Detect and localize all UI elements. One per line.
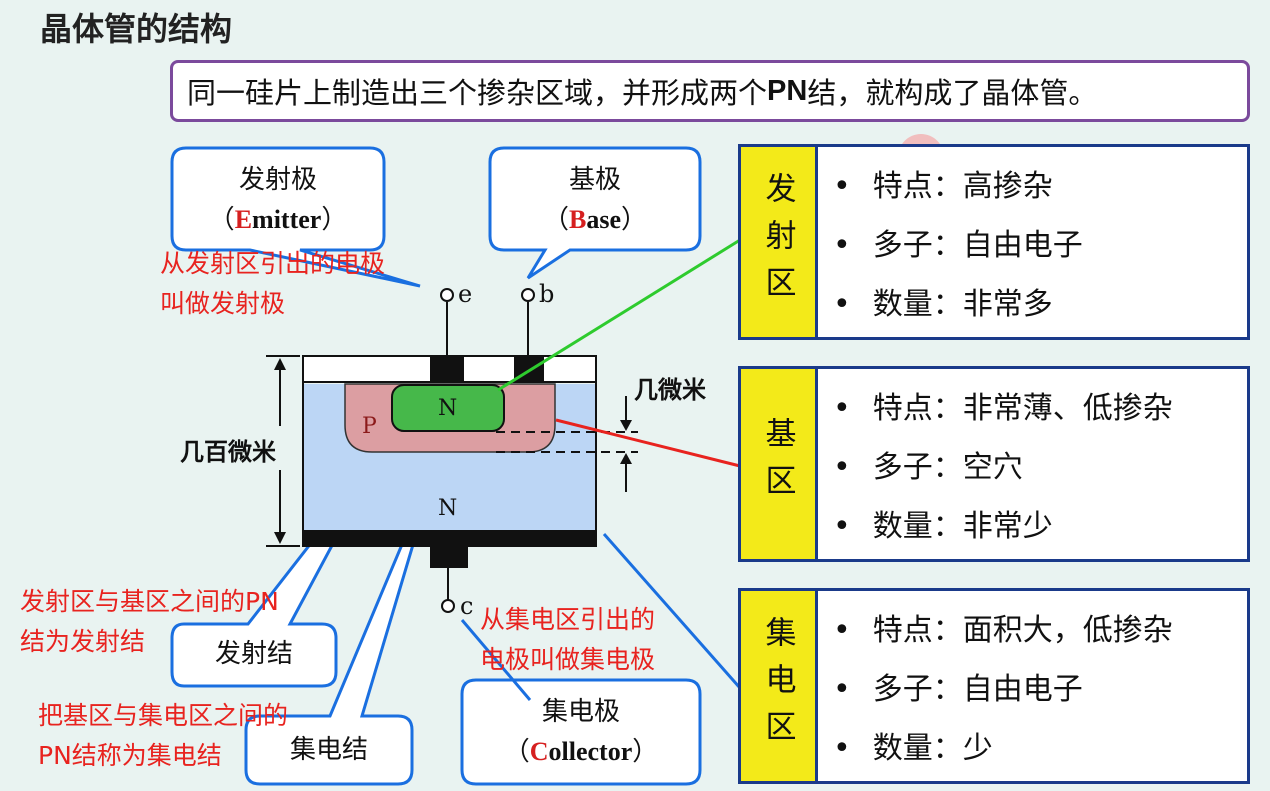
emitter-rest: mitter xyxy=(252,205,322,234)
emitter-junction-callout: 发射结 xyxy=(214,639,293,669)
emitter-terminal-label: e xyxy=(458,280,473,308)
emitter-callout-en: （Emitter） xyxy=(208,205,348,235)
region-name-collector: 集电区 xyxy=(741,591,818,781)
collector-callout-en: （Collector） xyxy=(503,737,659,767)
emitter-junction-note-line-1: 发射区与基区之间的PN xyxy=(20,587,279,616)
list-item: 数量：非常少 xyxy=(819,501,1247,545)
collector-region-label: N xyxy=(438,496,458,521)
collector-junction-callout-bubble xyxy=(244,453,442,786)
emitter-note-line-1: 从发射区引出的电极 xyxy=(160,249,386,278)
collector-rest: ollector xyxy=(548,737,633,766)
emitter-note-line-2: 叫做发射极 xyxy=(160,289,286,318)
emitter-contact xyxy=(430,356,464,382)
collector-region-info: 集电区 特点：面积大，低掺杂 多子：自由电子 数量：少 xyxy=(738,588,1250,784)
base-region-list: 特点：非常薄、低掺杂 多子：空穴 数量：非常少 xyxy=(819,369,1247,559)
base-thickness-arrowhead-top xyxy=(620,420,632,431)
banner-text-before: 同一硅片上制造出三个掺杂区域，并形成两个 xyxy=(187,76,768,110)
list-item: 特点：非常薄、低掺杂 xyxy=(819,383,1247,427)
collector-note-pointer-line xyxy=(460,619,532,701)
base-callout-en: （Base） xyxy=(542,205,648,235)
list-item: 多子：自由电子 xyxy=(819,664,1247,708)
base-terminal xyxy=(521,288,535,302)
collector-initial: C xyxy=(529,737,549,766)
collector-pointer-line xyxy=(602,533,742,689)
emitter-region xyxy=(391,384,505,432)
base-callout-bubble xyxy=(488,146,702,280)
collector-junction-note-line-2: PN结称为集电结 xyxy=(38,741,222,770)
collector-terminal-label: c xyxy=(460,592,474,620)
collector-callout-cn: 集电极 xyxy=(541,697,620,727)
emitter-note: 从发射区引出的电极 叫做发射极 xyxy=(160,244,385,324)
emitter-region-list: 特点：高掺杂 多子：自由电子 数量：非常多 xyxy=(819,147,1247,337)
base-terminal-label: b xyxy=(539,280,555,308)
base-callout-cn: 基极 xyxy=(568,165,621,195)
base-rest: ase xyxy=(586,205,621,234)
collector-callout: 集电极 （Collector） xyxy=(462,692,700,772)
base-callout: 基极 （Base） xyxy=(490,160,700,240)
emitter-region-label: N xyxy=(438,396,458,421)
emitter-junction-note-line-2: 结为发射结 xyxy=(20,627,146,656)
base-pointer-line xyxy=(555,418,741,468)
base-thickness-arrowhead-bottom xyxy=(620,453,632,464)
base-region-label: P xyxy=(362,414,377,439)
list-item: 特点：面积大，低掺杂 xyxy=(819,605,1247,649)
list-item: 多子：空穴 xyxy=(819,442,1247,486)
total-thickness-arrowhead-bottom xyxy=(274,532,286,544)
base-initial: B xyxy=(568,205,587,234)
region-name-emitter: 发射区 xyxy=(741,147,818,337)
emitter-junction-note: 发射区与基区之间的PN 结为发射结 xyxy=(20,582,279,662)
emitter-callout: 发射极 （Emitter） xyxy=(172,160,384,240)
collector-note-line-1: 从集电区引出的 xyxy=(480,605,656,634)
hundreds-micrometers-label: 几百微米 xyxy=(180,437,276,466)
collector-metal xyxy=(303,530,596,546)
emitter-pointer-line xyxy=(497,238,741,392)
list-item: 多子：自由电子 xyxy=(819,220,1247,264)
collector-contact xyxy=(430,546,468,568)
banner-text-pn: PN xyxy=(767,74,808,107)
collector-region-list: 特点：面积大，低掺杂 多子：自由电子 数量：少 xyxy=(819,591,1247,781)
collector-junction-note-line-1: 把基区与集电区之间的 xyxy=(38,701,289,730)
page-title: 晶体管的结构 xyxy=(40,10,233,48)
emitter-terminal xyxy=(440,288,454,302)
emitter-callout-cn: 发射极 xyxy=(238,165,317,195)
collector-note-line-2: 电极叫做集电极 xyxy=(480,645,656,674)
collector-junction-callout: 集电结 xyxy=(289,735,368,765)
emitter-region-info: 发射区 特点：高掺杂 多子：自由电子 数量：非常多 xyxy=(738,144,1250,340)
collector-junction-note: 把基区与集电区之间的 PN结称为集电结 xyxy=(38,696,288,776)
total-thickness-arrowhead-top xyxy=(274,358,286,370)
base-region-info: 基区 特点：非常薄、低掺杂 多子：空穴 数量：非常少 xyxy=(738,366,1250,562)
emitter-initial: E xyxy=(234,205,253,234)
emitter-junction-callout-bubble xyxy=(170,451,384,688)
few-micrometers-label: 几微米 xyxy=(634,375,706,404)
list-item: 特点：高掺杂 xyxy=(819,161,1247,205)
banner-text-after: 结，就构成了晶体管。 xyxy=(807,76,1098,110)
list-item: 数量：非常多 xyxy=(819,279,1247,323)
region-name-base: 基区 xyxy=(741,369,818,559)
collector-note: 从集电区引出的 电极叫做集电极 xyxy=(480,600,655,680)
list-item: 数量：少 xyxy=(819,723,1247,767)
collector-terminal xyxy=(441,599,455,613)
emitter-callout-bubble xyxy=(170,146,421,288)
collector-callout-bubble xyxy=(460,678,702,786)
